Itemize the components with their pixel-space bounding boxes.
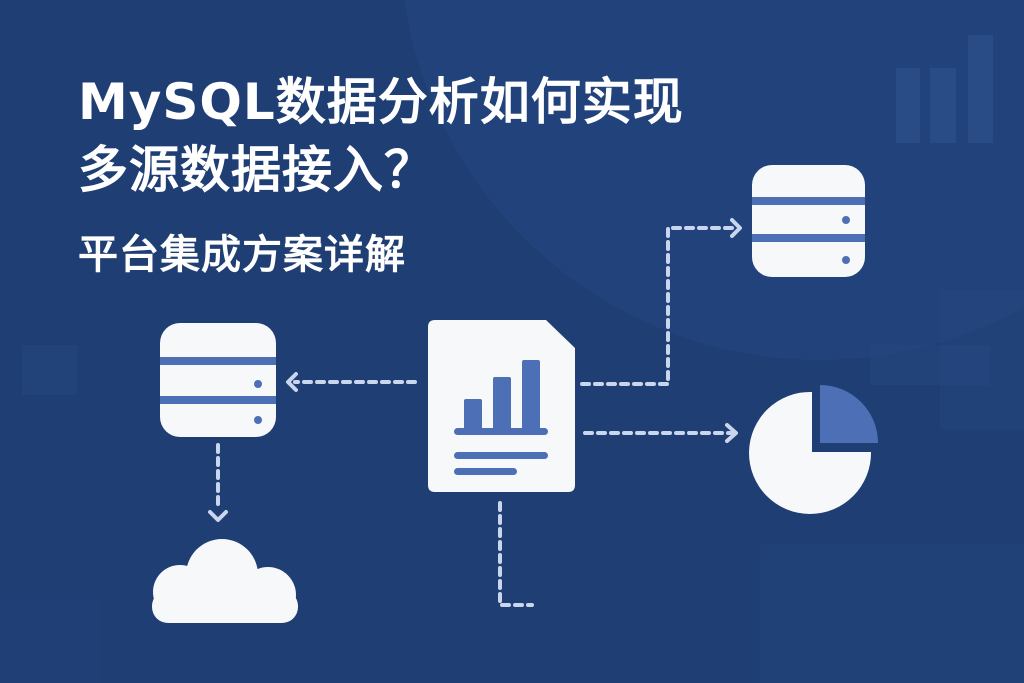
connector-lines <box>216 226 737 607</box>
title-line-1: MySQL数据分析如何实现 <box>78 73 684 131</box>
pie-chart-icon <box>749 385 878 514</box>
database-icon-left <box>160 323 276 437</box>
database-icon-right <box>752 165 865 277</box>
arrowheads <box>208 218 742 522</box>
report-chart-icon <box>428 320 575 492</box>
subtitle: 平台集成方案详解 <box>78 232 406 278</box>
cloud-icon <box>152 539 298 623</box>
title-line-2: 多源数据接入？ <box>78 141 435 199</box>
bar-chart-decoration-icon <box>896 35 993 143</box>
